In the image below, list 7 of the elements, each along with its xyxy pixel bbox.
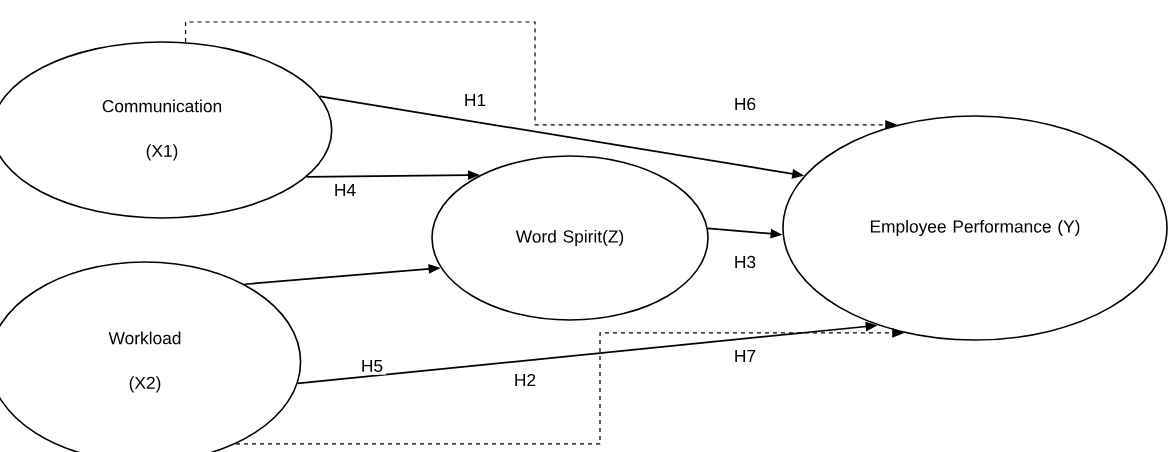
edge-label: H6 xyxy=(731,95,759,113)
edge-label: H1 xyxy=(461,91,489,109)
edge-label: H3 xyxy=(731,253,759,271)
hypothesis-label: H2 xyxy=(511,371,539,389)
edge-label: H7 xyxy=(731,347,759,365)
edge-label: H4 xyxy=(331,181,359,199)
edge-label: H5 xyxy=(358,357,386,375)
